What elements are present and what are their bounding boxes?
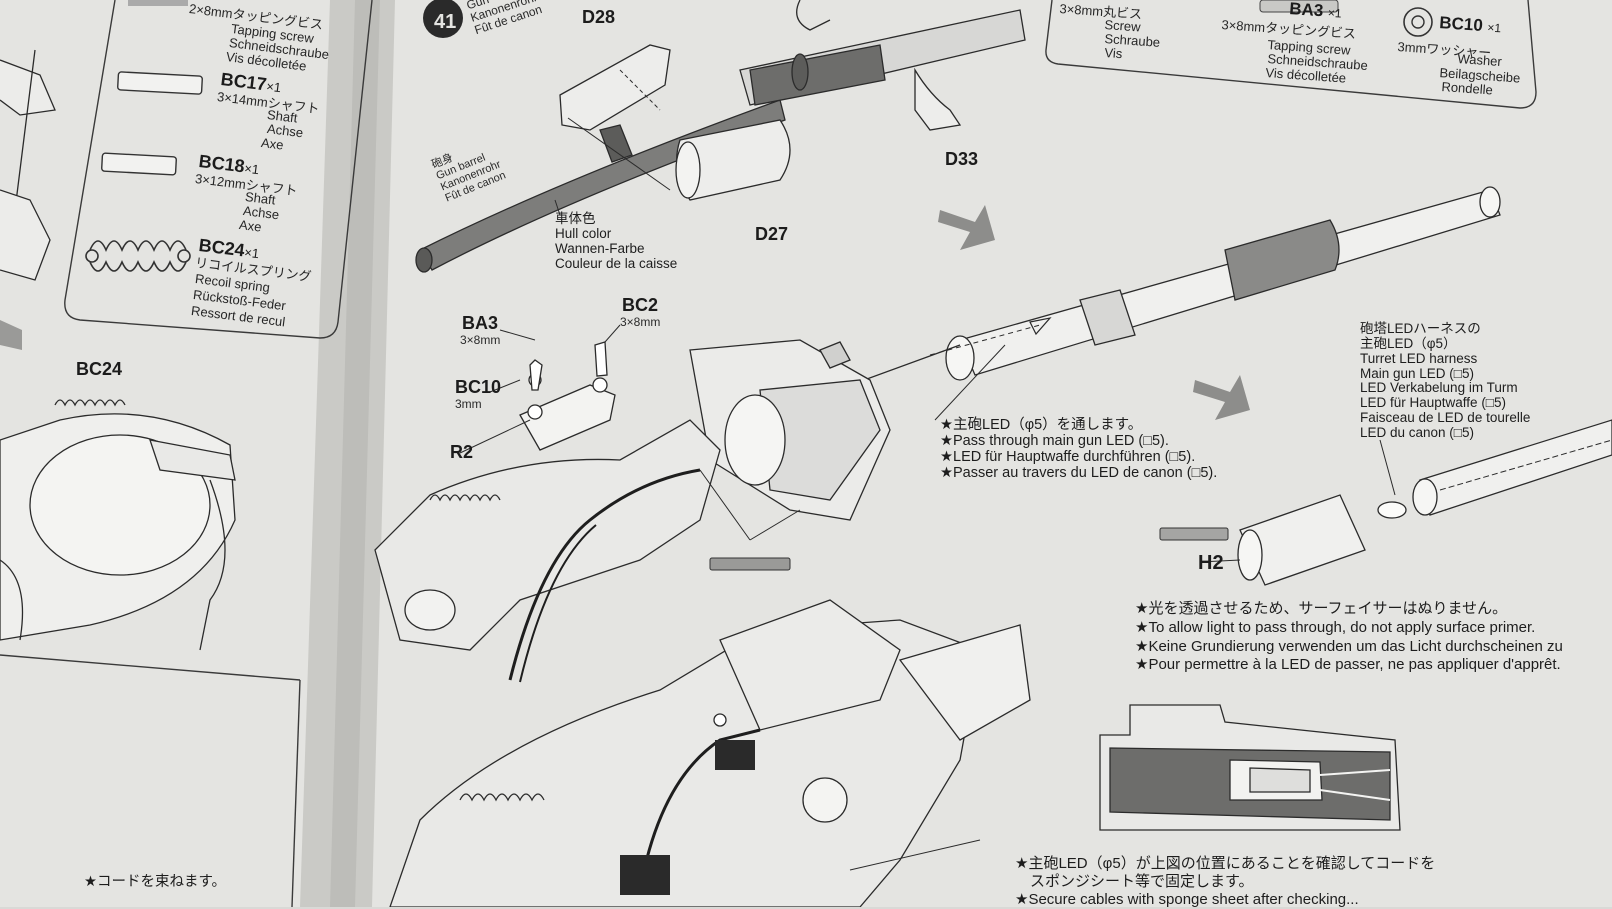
turret-led-harness-label: 砲塔LEDハーネスの 主砲LED（φ5） Turret LED harness … [1360, 321, 1531, 440]
top-parts-box [1045, 0, 1537, 109]
secure-cable-note: ★主砲LED（φ5）が上図の位置にあることを確認してコードを スポンジシート等で… [1015, 855, 1436, 908]
gearbox-assembly-middle [374, 341, 721, 651]
left-parts-box [64, 0, 373, 339]
gun-mantlet-cradle [689, 339, 891, 521]
label-d27: D27 [755, 224, 789, 244]
step-number: 41 [434, 11, 456, 33]
left-gearbox-drawing [0, 49, 236, 651]
gearbox-assembly-lower [389, 599, 1031, 907]
glue-tube-icon [709, 557, 791, 571]
main-gun-barrel [699, 186, 1501, 441]
label-h2: H2 [1198, 552, 1224, 574]
washer-bc10-icon [1403, 7, 1433, 37]
part-code-ba3: BA3 ×1 [1288, 0, 1343, 21]
label-bc24: BC24 [76, 359, 123, 379]
grey-arrow-icon [1193, 375, 1250, 420]
shaft-bc18-icon [101, 152, 177, 176]
label-d33: D33 [945, 149, 979, 169]
label-r2: R2 [450, 442, 474, 462]
led-cable [508, 468, 701, 681]
led-cross-section [1099, 704, 1401, 831]
h2-part-icon [1159, 527, 1229, 541]
label-ba3: BA3 [462, 313, 499, 333]
pass-led-note: ★主砲LED（φ5）を通します。 ★Pass through main gun … [940, 417, 1218, 481]
gun-barrel-assembly-upper [415, 0, 1026, 273]
tapping-screw-ba3-icon [1259, 0, 1339, 13]
grey-arrow-icon [938, 205, 995, 250]
label-d28: D28 [582, 7, 616, 27]
label-bc10: BC10 [455, 377, 502, 397]
recoil-spring-bc24-icon [85, 240, 191, 272]
turret-led-harness [1237, 419, 1612, 586]
primer-note: ★光を透過させるため、サーフェイサーはぬりません。 ★To allow ligh… [1135, 600, 1563, 674]
tie-cables-note: ★コードを束ねます。 [84, 874, 227, 890]
label-bc2: BC2 [622, 295, 659, 315]
shaft-bc17-icon [117, 71, 203, 95]
direction-arrow-icon [1029, 317, 1052, 336]
step-number-badge [423, 0, 463, 38]
hull-color-label: 車体色 Hull color Wannen-Farbe Couleur de l… [555, 211, 678, 271]
